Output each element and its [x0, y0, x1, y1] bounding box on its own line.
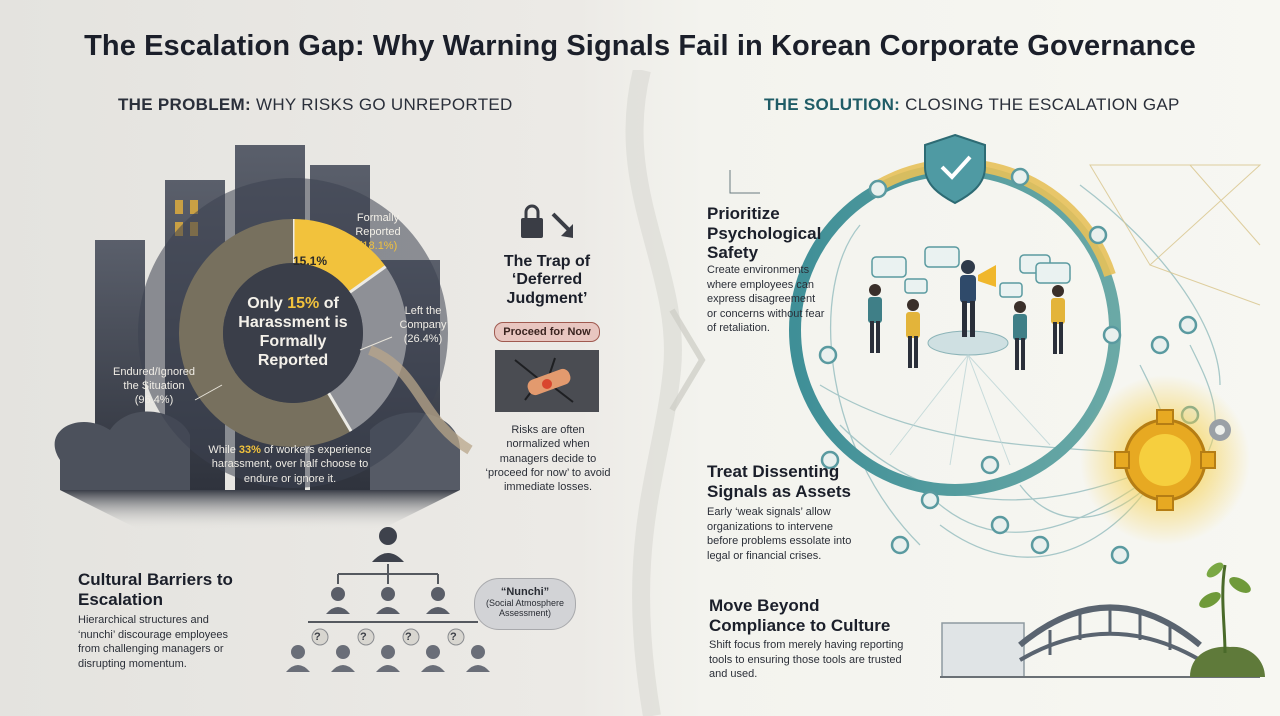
label-formally-name: Formally Reported — [355, 212, 401, 238]
lock-arrow-group — [521, 204, 573, 238]
river-path — [367, 345, 473, 455]
solution-heading-bold: THE SOLUTION: — [764, 95, 901, 114]
person-icon — [421, 645, 445, 672]
platform — [927, 330, 1009, 356]
leader-left — [359, 336, 393, 351]
solution-item-2-text: Early ‘weak signals’ allow organizations… — [707, 506, 852, 562]
solution-item-3-title: Move Beyond Compliance to Culture — [709, 596, 891, 635]
person-icon — [906, 299, 920, 368]
arrow-down-icon — [551, 212, 573, 238]
person-icon — [1013, 301, 1027, 370]
donut-hole — [223, 263, 363, 403]
trap-title: The Trap of ‘Deferred Judgment’ — [503, 253, 591, 307]
shield-check-icon — [924, 133, 986, 205]
safety-ring — [789, 164, 1121, 496]
bridge-icon — [940, 604, 1260, 678]
person-icon — [326, 587, 350, 614]
gear-icon — [1114, 409, 1216, 511]
person-icon — [286, 645, 310, 672]
solution-item-1-title: Prioritize Psychological Safety — [707, 204, 822, 263]
label-left-pct: (26.4%) — [403, 332, 443, 345]
nunchi-title: “Nunchi” — [500, 586, 550, 598]
person-icon — [376, 587, 400, 614]
question-mark-1: ? — [314, 631, 321, 643]
solution-heading-rest: CLOSING THE ESCALATION GAP — [900, 95, 1180, 114]
cultural-text: Hierarchical structures and ‘nunchi’ dis… — [78, 614, 229, 670]
problem-caption-post: of workers experience harassment, over h… — [211, 444, 372, 485]
speaker-person — [960, 260, 976, 337]
label-endured-name: Endured/Ignored the Situation — [113, 366, 195, 392]
donut-center-pre: Only — [247, 295, 288, 312]
person-icon — [372, 527, 404, 562]
segment-value-label: 15.1% — [293, 254, 328, 268]
solution-item-2-title: Treat Dissenting Signals as Assets — [707, 462, 851, 501]
label-left-name: Left the Company — [399, 305, 447, 331]
person-icon — [868, 284, 882, 353]
problem-heading-rest: WHY RISKS GO UNREPORTED — [250, 95, 513, 114]
problem-heading: THE PROBLEM: WHY RISKS GO UNREPORTED — [118, 95, 513, 115]
trap-text: Risks are often normalized when managers… — [485, 424, 611, 494]
donut-center-text: Only 15% of Harassment is Formally Repor… — [233, 295, 353, 371]
problem-caption: While 33% of workers experience harassme… — [200, 443, 380, 486]
solution-network — [729, 133, 1265, 678]
question-mark-3: ? — [405, 631, 412, 643]
section-divider — [625, 70, 706, 716]
person-icon — [426, 587, 450, 614]
person-icon — [1051, 285, 1065, 354]
storm-cloud-left — [54, 411, 191, 490]
donut-center-post: of Harassment is Formally Reported — [238, 295, 348, 369]
megaphone-icon — [978, 265, 996, 287]
nunchi-text: (Social Atmosphere Assessment) — [485, 598, 565, 619]
leader-endured — [194, 384, 223, 401]
solution-heading: THE SOLUTION: CLOSING THE ESCALATION GAP — [764, 95, 1180, 115]
problem-caption-highlight: 33% — [238, 444, 261, 456]
question-mark-2: ? — [360, 631, 367, 643]
hierarchy-diagram — [286, 527, 490, 672]
page-title: The Escalation Gap: Why Warning Signals … — [84, 30, 1196, 62]
problem-caption-pre: While — [208, 444, 239, 456]
trap-badge: Proceed for Now — [494, 322, 600, 342]
problem-illustration — [54, 145, 473, 530]
label-left-company: Left the Company (26.4%) — [388, 305, 458, 346]
pedestal — [60, 490, 460, 530]
nunchi-bubble: “Nunchi” (Social Atmosphere Assessment) — [474, 578, 576, 630]
label-endured: Endured/Ignored the Situation (96.4%) — [104, 366, 204, 407]
cultural-title: Cultural Barriers to Escalation — [78, 570, 233, 609]
person-icon — [466, 645, 490, 672]
gear-icon — [1209, 419, 1231, 441]
solution-item-3-text: Shift focus from merely having reporting… — [709, 639, 904, 681]
bandage-icon — [495, 350, 599, 412]
donut-separator — [327, 392, 353, 432]
question-mark-4: ? — [450, 631, 457, 643]
problem-heading-bold: THE PROBLEM: — [118, 95, 251, 114]
donut-separator — [349, 265, 387, 294]
label-formally-reported: Formally Reported (18.1%) — [338, 212, 418, 253]
solution-item-1-text: Create environments where employees can … — [707, 264, 825, 335]
label-endured-pct: (96.4%) — [134, 393, 174, 406]
label-formally-pct: (18.1%) — [358, 239, 398, 252]
donut-center-highlight: 15% — [287, 295, 320, 312]
speech-bubble-icon — [871, 246, 1071, 298]
person-icon — [331, 645, 355, 672]
plant-icon — [1190, 562, 1265, 677]
donut-segment-formally — [292, 219, 386, 293]
lock-icon — [521, 204, 543, 238]
donut-segment-endured — [179, 219, 351, 447]
person-icon — [376, 645, 400, 672]
